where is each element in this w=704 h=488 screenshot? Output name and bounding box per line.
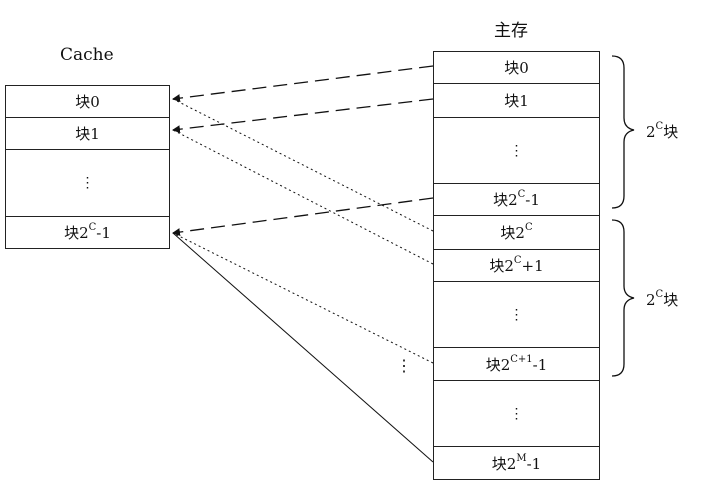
memory-row-2c-plus-1-label: 块2C+1: [489, 255, 544, 275]
cache-row-0: 块0: [6, 86, 169, 118]
cache-title: Cache: [60, 45, 114, 65]
cache-row-1-label: 块1: [75, 125, 100, 143]
cache-row-ellipsis: ⋮: [6, 150, 169, 217]
memory-row-2c: 块2C: [434, 216, 599, 250]
memory-row-2c1-minus-1: 块2C+1-1: [434, 348, 599, 381]
memory-row-ellipsis-1: ⋮: [434, 118, 599, 184]
memory-table: 块0 块1 ⋮ 块2C-1 块2C 块2C+1 ⋮ 块2C+1-1 ⋮ 块2M-…: [433, 51, 600, 480]
cache-row-1: 块1: [6, 118, 169, 150]
memory-title: 主存: [494, 21, 528, 41]
memory-row-0-label: 块0: [504, 59, 529, 77]
dotted-line-block2c1-1: [172, 232, 434, 364]
dashed-line-block1: [172, 98, 434, 134]
memory-row-ellipsis-3: ⋮: [434, 381, 599, 447]
memory-row-2c-minus-1-label: 块2C-1: [493, 189, 540, 209]
memory-row-2c1-minus-1-label: 块2C+1-1: [485, 353, 548, 374]
solid-line-block2m-1: [172, 232, 434, 463]
memory-row-2c-plus-1: 块2C+1: [434, 250, 599, 282]
brace-label-top: 2C块: [646, 121, 679, 141]
cache-table: 块0 块1 ⋮ 块2C-1: [5, 85, 170, 249]
dotted-line-block2c: [172, 98, 434, 232]
dotted-line-block2c-plus-1: [172, 129, 434, 265]
cache-row-last: 块2C-1: [6, 217, 169, 248]
memory-row-2m-minus-1: 块2M-1: [434, 447, 599, 479]
memory-row-ellipsis-2: ⋮: [434, 282, 599, 348]
memory-row-2c-label: 块2C: [500, 222, 533, 242]
cache-row-0-label: 块0: [75, 93, 100, 111]
memory-row-2c-minus-1: 块2C-1: [434, 184, 599, 216]
middle-ellipsis-icon: ⋮: [396, 356, 412, 375]
brace-top-icon: [611, 55, 635, 209]
memory-row-1-label: 块1: [504, 92, 529, 110]
brace-bottom-icon: [611, 219, 635, 377]
memory-row-2m-minus-1-label: 块2M-1: [491, 452, 542, 473]
dashed-line-block0: [172, 65, 434, 103]
cache-row-last-label: 块2C-1: [64, 222, 111, 242]
memory-row-1: 块1: [434, 84, 599, 118]
dashed-line-block2c-1: [172, 197, 434, 237]
brace-label-bottom: 2C块: [646, 289, 679, 309]
memory-row-0: 块0: [434, 52, 599, 84]
